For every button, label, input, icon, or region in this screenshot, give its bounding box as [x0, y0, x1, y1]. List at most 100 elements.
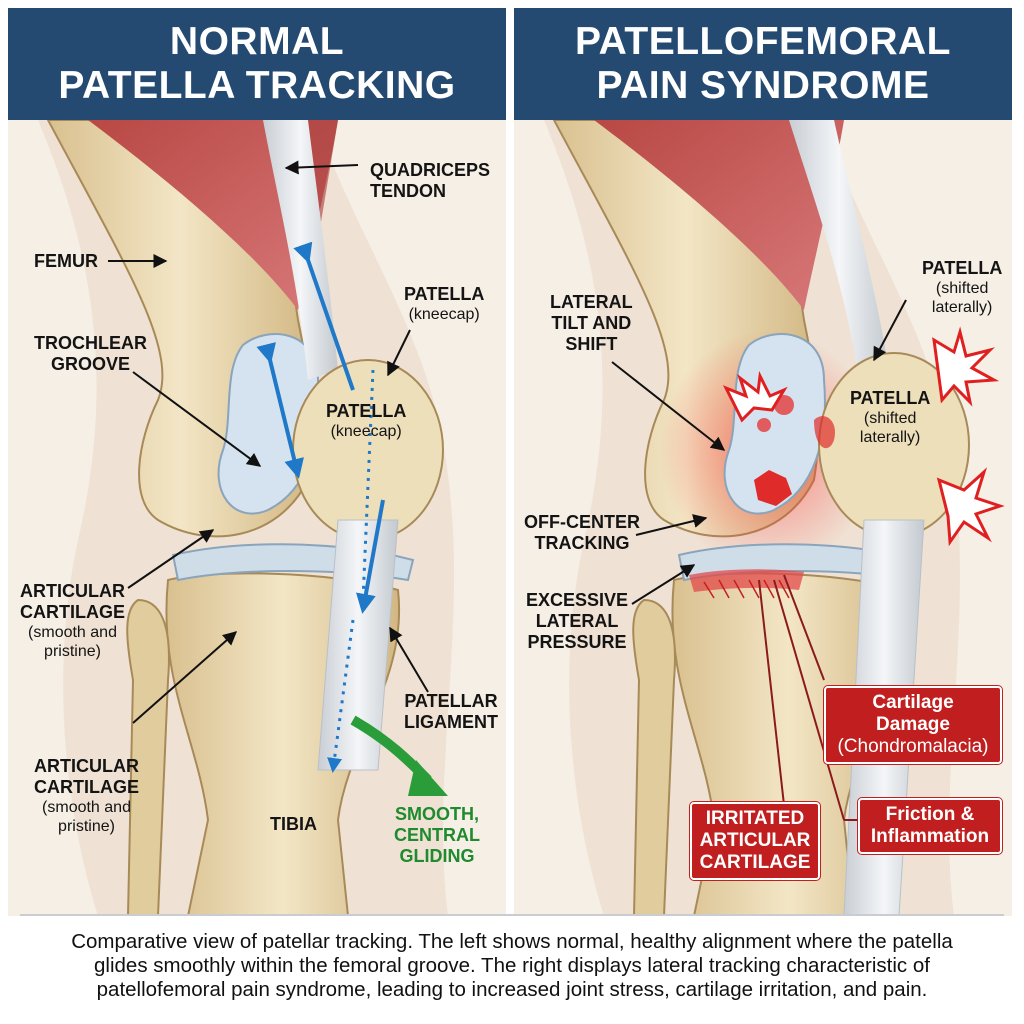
quadriceps-tendon-right [789, 120, 889, 380]
label-tilt-line1: LATERAL [550, 292, 633, 312]
pfps-panel-header: PATELLOFEMORAL PAIN SYNDROME [514, 8, 1012, 120]
patella-lesion [814, 416, 835, 449]
normal-tracking-panel: NORMAL PATELLA TRACKING [8, 8, 506, 916]
label-cartilage1-line1: ARTICULAR [20, 581, 125, 601]
gliding-arrow-head [408, 760, 448, 796]
irritated-line2: ARTICULAR [699, 830, 811, 851]
label-gliding-line3: GLIDING [399, 846, 475, 866]
label-cartilage2-sub2: pristine) [58, 818, 115, 835]
damage-sub: (Chondromalacia) [837, 736, 989, 757]
label-patella-shifted-inner-sub2: laterally) [859, 429, 921, 446]
tracking-dotted-lower [327, 619, 355, 773]
pain-burst-top [932, 326, 1000, 407]
label-patella-outer-title: PATELLA [404, 284, 485, 304]
label-patella-shifted-outer-title: PATELLA [922, 258, 1003, 278]
irritated-line1: IRRITATED [705, 808, 805, 829]
quadriceps-muscle-right [594, 120, 844, 310]
label-trochlear-line2: GROOVE [50, 354, 130, 374]
normal-panel-header: NORMAL PATELLA TRACKING [8, 8, 506, 120]
damage-line1: Cartilage [872, 692, 954, 713]
fibula-bone [126, 598, 170, 916]
label-lateral-tilt: LATERAL TILT AND SHIFT [550, 292, 633, 355]
leader-quadriceps [284, 160, 359, 175]
label-cartilage2-line2: CARTILAGE [34, 777, 139, 797]
cartilage-damage-box: Cartilage Damage (Chondromalacia) [824, 686, 1002, 764]
leader-patella [387, 329, 411, 377]
groove-arrow [256, 342, 304, 479]
leader-friction-a [773, 579, 845, 821]
label-patella-shifted-outer-sub1: (shifted [935, 280, 989, 297]
pfps-title-line2: PAIN SYNDROME [596, 64, 930, 107]
label-cartilage2-sub1: (smooth and [42, 799, 131, 816]
label-offcenter-line1: OFF-CENTER [524, 512, 640, 532]
leader-patella-shifted [873, 299, 907, 362]
caption: Comparative view of patellar tracking. T… [20, 930, 1004, 1002]
fibula-bone-right [632, 598, 676, 916]
label-quadriceps-tendon: QUADRICEPS TENDON [370, 160, 490, 202]
leader-tilt [611, 361, 726, 451]
friction-inflammation-box: Friction & Inflammation [858, 798, 1002, 854]
label-quadriceps-line1: QUADRICEPS [370, 160, 491, 180]
irritated-line3: CARTILAGE [699, 852, 811, 873]
label-patella-inner-sub: (kneecap) [330, 423, 402, 440]
label-pressure-line2: LATERAL [535, 611, 619, 631]
label-articular-cartilage-1: ARTICULAR CARTILAGE (smooth and pristine… [20, 581, 125, 661]
friction-line2: Inflammation [870, 826, 990, 847]
pain-burst-right [936, 467, 1005, 547]
pfps-title-line1: PATELLOFEMORAL [574, 20, 951, 63]
label-gliding-line2: CENTRAL [394, 825, 480, 845]
label-cartilage1-line2: CARTILAGE [20, 602, 125, 622]
label-patellar-ligament: PATELLAR LIGAMENT [404, 691, 498, 733]
label-offcenter-line2: TRACKING [534, 533, 630, 553]
label-quadriceps-line2: TENDON [370, 181, 446, 201]
normal-title-line2: PATELLA TRACKING [58, 64, 456, 107]
leader-irritated [758, 579, 785, 806]
pfps-panel: PATELLOFEMORAL PAIN SYNDROME [514, 8, 1012, 916]
leader-cartilage1 [127, 529, 215, 589]
damage-line2: Damage [876, 714, 950, 735]
label-patella-shifted-inner-title: PATELLA [850, 388, 931, 408]
label-off-center: OFF-CENTER TRACKING [524, 512, 640, 554]
label-trochlear-line1: TROCHLEAR [34, 333, 147, 353]
cartilage-lesion [754, 470, 792, 506]
label-cartilage2-line1: ARTICULAR [34, 756, 139, 776]
label-patella-inner-title: PATELLA [326, 401, 407, 421]
label-pressure-line1: EXCESSIVE [526, 590, 629, 610]
leader-ligament [389, 626, 429, 693]
leader-cartilage2 [132, 631, 238, 724]
normal-title-line1: NORMAL [169, 20, 345, 63]
leader-damage [783, 574, 825, 681]
label-patella-shifted-inner: PATELLA (shifted laterally) [850, 388, 930, 447]
tracking-arrow-down [356, 499, 385, 614]
label-tilt-line3: SHIFT [565, 334, 618, 354]
label-patella-shifted-outer-sub2: laterally) [931, 299, 993, 316]
label-ligament-line1: PATELLAR [404, 691, 498, 711]
label-patella-outer-sub: (kneecap) [408, 306, 480, 323]
leader-trochlear [132, 371, 262, 467]
leader-offcenter [635, 514, 708, 536]
patella-bone [292, 359, 444, 541]
trochlear-cartilage-damaged [723, 333, 826, 515]
lesion-spot-2 [757, 418, 771, 432]
label-articular-cartilage-2: ARTICULAR CARTILAGE (smooth and pristine… [34, 756, 139, 836]
label-cartilage1-sub2: pristine) [44, 643, 101, 660]
label-femur: FEMUR [34, 251, 98, 271]
caption-line3: patellofemoral pain syndrome, leading to… [96, 978, 928, 1001]
friction-line1: Friction & [885, 804, 975, 825]
caption-line1: Comparative view of patellar tracking. T… [71, 930, 953, 953]
tracking-arrow-up [293, 241, 355, 391]
pain-burst-left [722, 370, 788, 423]
label-patella-outer: PATELLA (kneecap) [404, 284, 484, 324]
leader-pressure [631, 564, 696, 605]
irritated-cartilage-box: IRRITATED ARTICULAR CARTILAGE [690, 802, 820, 880]
label-tibia: TIBIA [270, 814, 317, 834]
label-pressure-line3: PRESSURE [527, 632, 627, 652]
label-patella-shifted-outer: PATELLA (shifted laterally) [922, 258, 1002, 317]
normal-knee-illustration [38, 120, 455, 916]
label-excessive-pressure: EXCESSIVE LATERAL PRESSURE [526, 590, 628, 653]
label-ligament-line2: LIGAMENT [404, 712, 498, 732]
label-tilt-line2: TILT AND [551, 313, 632, 333]
tracking-dotted-line [361, 369, 375, 601]
label-patella-shifted-inner-sub1: (shifted [863, 410, 917, 427]
pressure-hatch [703, 579, 790, 599]
